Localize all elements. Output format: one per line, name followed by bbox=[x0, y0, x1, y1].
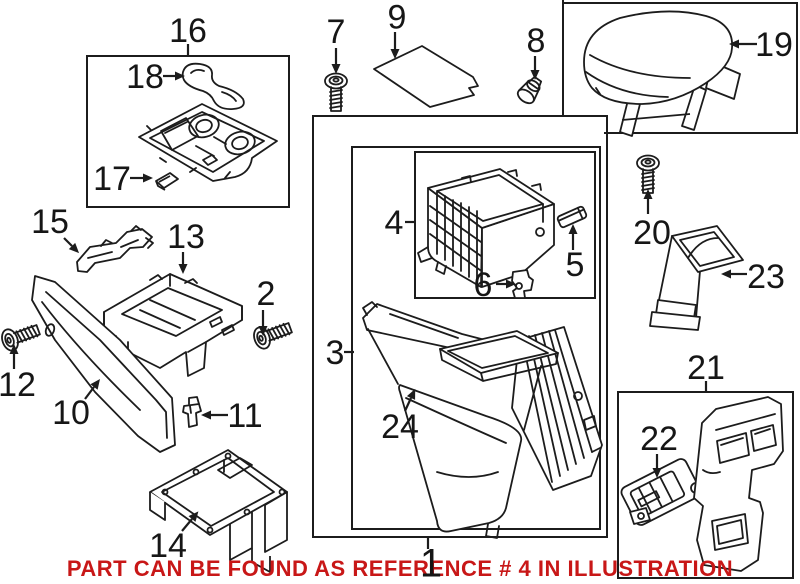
frame-console-inner-box bbox=[351, 146, 601, 530]
part-drawing-layer bbox=[0, 10, 784, 573]
callout-2-arrowhead bbox=[258, 326, 268, 336]
part-3-console-drawing bbox=[362, 301, 603, 539]
callout-17-label: 17 bbox=[93, 160, 131, 198]
callout-18-arrowhead bbox=[175, 71, 185, 81]
part-2-screw-drawing bbox=[250, 316, 295, 352]
callout-19-label: 19 bbox=[755, 26, 793, 64]
callout-10-arrowhead bbox=[90, 379, 100, 390]
callout-19-arrowhead bbox=[729, 39, 739, 49]
part-18-liner-drawing bbox=[181, 62, 245, 110]
part-20-screw-drawing bbox=[636, 154, 660, 194]
part-12-screw-drawing bbox=[0, 318, 43, 354]
callout-15-arrowhead bbox=[68, 242, 80, 254]
callout-5-arrowhead bbox=[568, 224, 578, 234]
frame-armrest-box bbox=[563, 2, 798, 134]
part-19-armrest-drawing bbox=[583, 10, 741, 137]
callout-8-arrowhead bbox=[530, 70, 540, 80]
part-21-rear-panel-drawing bbox=[693, 396, 784, 572]
callout-12-label: 12 bbox=[0, 366, 36, 404]
callout-23-arrowhead bbox=[721, 269, 731, 279]
frame-rear-panel-box bbox=[617, 391, 794, 579]
callout-9-label: 9 bbox=[388, 0, 407, 36]
part-11-clip-drawing bbox=[182, 396, 202, 428]
callout-24-arrowhead bbox=[406, 388, 416, 400]
callout-7-label: 7 bbox=[327, 13, 346, 51]
callout-11-label: 11 bbox=[227, 397, 262, 435]
callout-11-arrowhead bbox=[201, 410, 211, 420]
callout-10-leader bbox=[84, 386, 95, 400]
callout-17-arrowhead bbox=[143, 173, 153, 183]
part-23-duct-drawing bbox=[649, 225, 744, 331]
callout-4-label: 4 bbox=[385, 204, 404, 242]
callout-22-label: 22 bbox=[640, 420, 678, 458]
callout-1-label: 1 bbox=[420, 541, 442, 584]
part-22-vent-drawing bbox=[620, 458, 702, 526]
callout-14-label: 14 bbox=[149, 527, 187, 565]
callout-9-arrowhead bbox=[390, 49, 400, 59]
callout-18-label: 18 bbox=[126, 58, 164, 96]
part-10-trim-panel-drawing bbox=[31, 275, 176, 453]
callout-6-arrowhead bbox=[506, 279, 516, 289]
part-6-clip-drawing bbox=[511, 269, 534, 299]
frame-console-outer-box bbox=[312, 115, 608, 538]
part-14-bracket-drawing bbox=[149, 449, 288, 573]
callout-20-label: 20 bbox=[633, 214, 671, 252]
part-4-bin-drawing bbox=[417, 168, 555, 288]
callout-13-arrowhead bbox=[178, 264, 188, 274]
callout-12-arrowhead bbox=[9, 344, 19, 354]
callout-8-label: 8 bbox=[527, 22, 546, 60]
part-7-screw-drawing bbox=[324, 72, 348, 112]
callout-5-label: 5 bbox=[566, 246, 585, 284]
callout-15-leader bbox=[63, 237, 73, 247]
part-16-tray-drawing bbox=[138, 103, 278, 182]
callout-6-label: 6 bbox=[474, 266, 493, 304]
callout-2-label: 2 bbox=[257, 275, 276, 313]
callout-21-label: 21 bbox=[687, 349, 725, 387]
callout-10-label: 10 bbox=[52, 394, 90, 432]
callout-20-arrowhead bbox=[643, 189, 653, 199]
callout-22-arrowhead bbox=[652, 468, 662, 478]
callout-23-label: 23 bbox=[747, 258, 785, 296]
part-15-rail-drawing bbox=[76, 225, 154, 273]
callout-24-label: 24 bbox=[381, 408, 419, 446]
callout-3-label: 3 bbox=[326, 334, 345, 372]
callout-14-leader bbox=[181, 518, 193, 532]
part-17-clip-drawing bbox=[155, 172, 179, 191]
frame-layer bbox=[86, 0, 798, 579]
part-8-grommet-drawing bbox=[516, 75, 543, 105]
callout-16-label: 16 bbox=[169, 12, 207, 50]
part-5-damper-drawing bbox=[556, 205, 588, 229]
callout-14-arrowhead bbox=[188, 511, 199, 522]
callout-15-label: 15 bbox=[31, 203, 69, 241]
frame-bin-box bbox=[414, 151, 596, 299]
part-9-mat-drawing bbox=[373, 45, 479, 108]
callout-7-arrowhead bbox=[331, 64, 341, 74]
callout-13-label: 13 bbox=[167, 218, 205, 256]
callout-24-leader bbox=[404, 397, 412, 412]
notice-text: PART CAN BE FOUND AS REFERENCE # 4 IN IL… bbox=[67, 556, 733, 581]
